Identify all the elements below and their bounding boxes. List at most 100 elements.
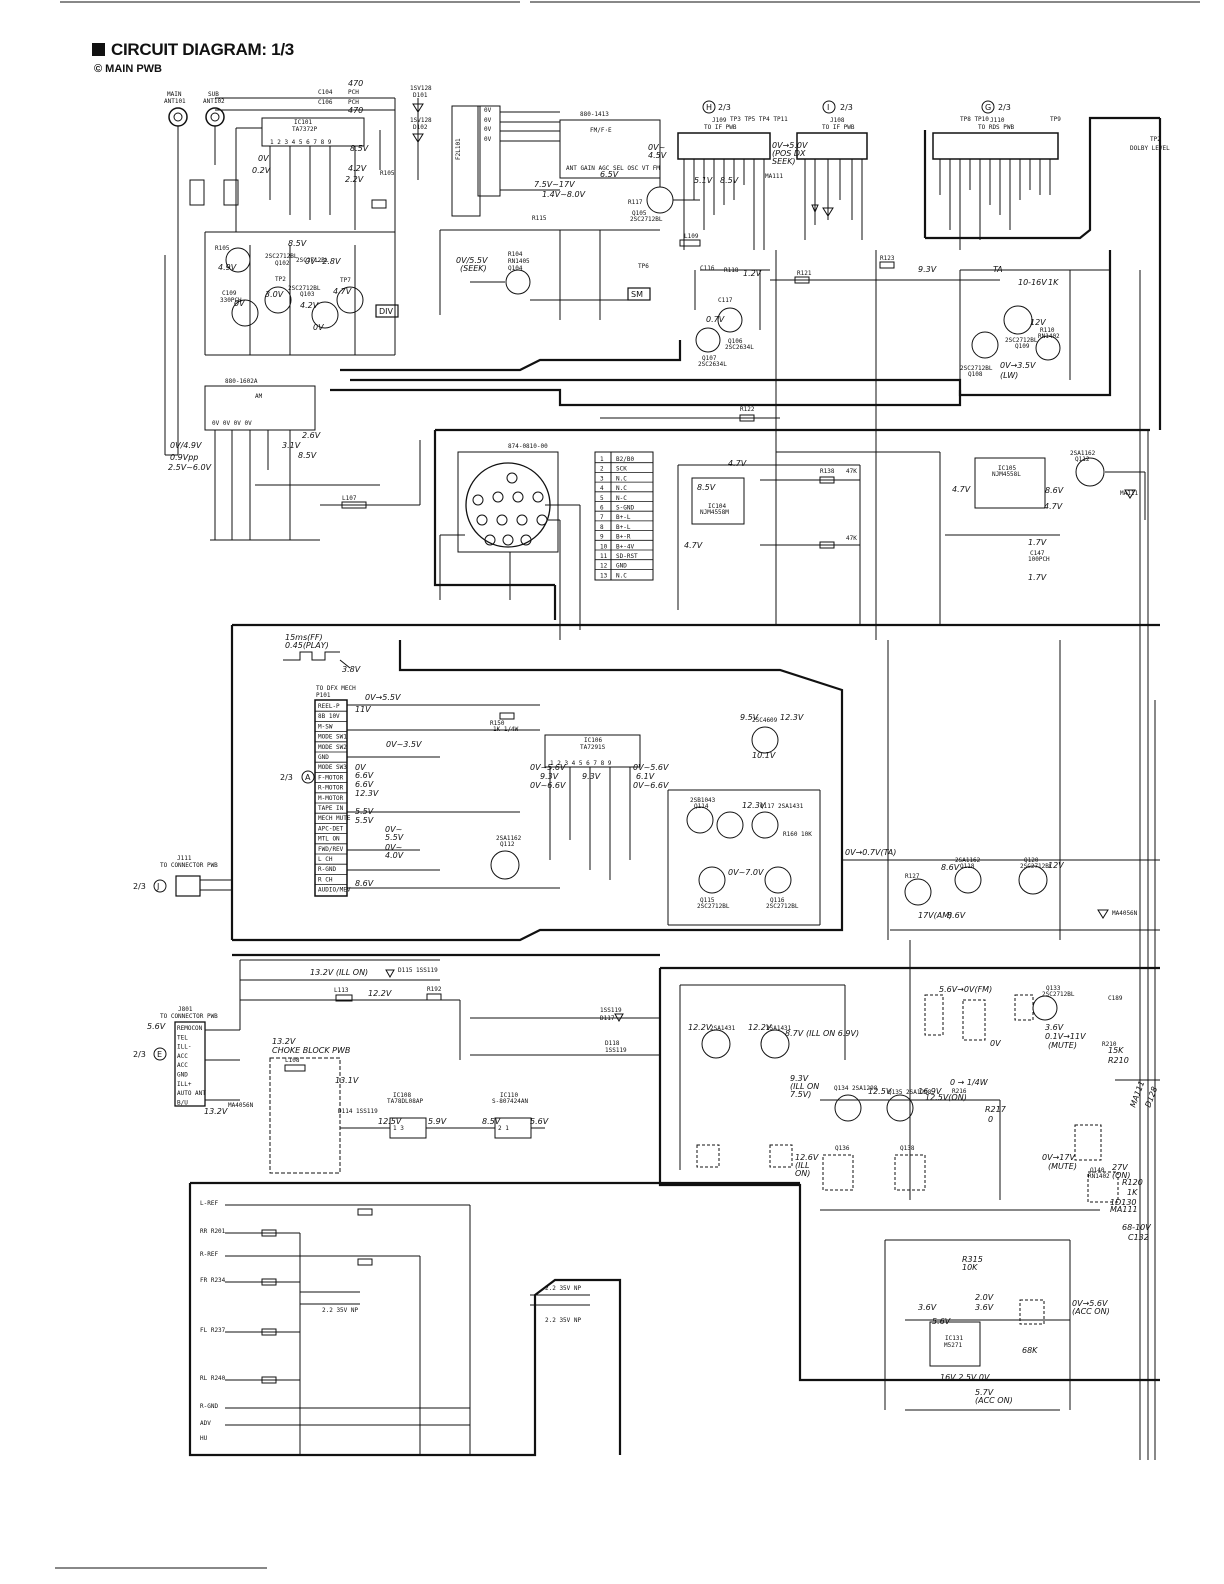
svg-text:0V: 0V <box>484 126 492 133</box>
din-pin-function: GND <box>616 563 627 570</box>
svg-text:2SC2634L: 2SC2634L <box>698 361 727 368</box>
din-pin-number: 7 <box>600 514 604 521</box>
svg-text:4.2V: 4.2V <box>300 301 319 310</box>
svg-text:9.3V: 9.3V <box>540 772 559 781</box>
j801-pin-label: ILL+ <box>177 1081 192 1088</box>
svg-text:2SC2712BL: 2SC2712BL <box>265 253 298 260</box>
svg-text:0V~6.6V: 0V~6.6V <box>633 781 669 790</box>
svg-text:MA4056N: MA4056N <box>228 1102 254 1109</box>
svg-text:3.8V: 3.8V <box>342 665 361 674</box>
r210-label: R210 <box>1108 1056 1129 1065</box>
svg-text:2SC2712BL: 2SC2712BL <box>296 257 329 264</box>
mech-pin-label: R CH <box>318 876 333 883</box>
fm-frontend-label: FM/F·E <box>590 127 612 134</box>
ic106-ref: IC106 <box>584 737 602 744</box>
din-pin-number: 12 <box>600 563 608 570</box>
svg-text:R315: R315 <box>962 1255 983 1264</box>
svg-text:R110: R110 <box>1040 327 1055 334</box>
svg-text:1K: 1K <box>1048 278 1059 287</box>
fm-if-module: F2L101 <box>451 105 481 217</box>
ic110-ref: IC110 <box>500 1092 518 1099</box>
svg-text:2 1: 2 1 <box>498 1125 509 1132</box>
svg-text:D118: D118 <box>605 1040 620 1047</box>
svg-text:8.5V: 8.5V <box>350 144 369 153</box>
svg-text:4.7V: 4.7V <box>952 485 971 494</box>
ic104-part: NJM4558M <box>700 509 729 516</box>
svg-text:C117: C117 <box>718 297 733 304</box>
ic106-part: TA7291S <box>580 744 606 751</box>
div-box <box>375 304 399 318</box>
svg-text:H: H <box>706 103 712 112</box>
ic108-ref: IC108 <box>393 1092 411 1099</box>
svg-text:C104: C104 <box>318 89 333 96</box>
tp9-label: TP9 <box>1050 116 1061 123</box>
dolby-label: DOLBY LEVEL <box>1130 145 1170 152</box>
svg-text:Q108: Q108 <box>968 371 983 378</box>
voltage-ill-69: (ILL ON 6.9V) <box>806 1029 859 1038</box>
svg-text:A: A <box>305 773 311 782</box>
diagram-header: CIRCUIT DIAGRAM: 1/3 © MAIN PWB <box>92 40 294 75</box>
svg-text:4.7V: 4.7V <box>333 287 352 296</box>
din-pin-number: 11 <box>600 553 608 560</box>
fm-frontend-module: 880-1413 FM/F·E ANT GAIN AGC SEL OSC VT … <box>559 111 661 179</box>
svg-text:5.1V: 5.1V <box>694 176 713 185</box>
svg-text:0V/5.5V: 0V/5.5V <box>456 256 488 265</box>
svg-text:2.2 35V NP: 2.2 35V NP <box>545 1317 582 1324</box>
svg-text:MA111: MA111 <box>765 173 783 180</box>
svg-text:MA4056N: MA4056N <box>1112 910 1138 917</box>
voltage-132-left: 13.2V <box>204 1107 228 1116</box>
svg-text:470: 470 <box>348 79 363 88</box>
pageref-g: G 2/3 <box>981 100 1011 114</box>
voltage-ov56-acc: 0V→5.6V(ACC ON) <box>1072 1299 1110 1316</box>
j801-pin-label: TEL <box>177 1034 188 1041</box>
svg-text:5.6V→0V(FM): 5.6V→0V(FM) <box>939 985 992 994</box>
svg-text:Q116: Q116 <box>770 897 785 904</box>
voltage-ov17: 0V→17V <box>1042 1153 1075 1162</box>
voltage-132-ill: 13.2V (ILL ON) <box>310 968 368 977</box>
svg-text:0V~3.5V: 0V~3.5V <box>386 740 422 749</box>
svg-text:12.5V(ON): 12.5V(ON) <box>925 1093 967 1102</box>
voltage-27-ion: 27V(ON) <box>1112 1163 1131 1180</box>
j801-to: TO CONNECTOR PWB <box>160 1013 218 1020</box>
j801-ref: J801 <box>178 1006 193 1013</box>
bottom-label-2: R-REF <box>200 1251 218 1258</box>
din-pin-function: N.C <box>616 475 627 482</box>
svg-text:TP6: TP6 <box>638 263 649 270</box>
din-pin-function: B2/B0 <box>616 456 634 463</box>
din-pin-number: 3 <box>600 475 604 482</box>
bottom-label-7: ADV <box>200 1420 211 1427</box>
svg-text:6.6V: 6.6V <box>355 780 374 789</box>
svg-text:0V: 0V <box>234 299 245 308</box>
din-pin-number: 9 <box>600 534 604 541</box>
svg-text:1SS119: 1SS119 <box>600 1007 622 1014</box>
page-subtitle: © MAIN PWB <box>94 63 162 75</box>
svg-text:2SC2712BL: 2SC2712BL <box>1042 991 1075 998</box>
pageref-j: J 2/3 <box>133 879 167 893</box>
svg-text:3.6V: 3.6V <box>918 1303 937 1312</box>
svg-text:12.6V: 12.6V <box>795 1153 819 1162</box>
svg-text:12.2V: 12.2V <box>368 989 392 998</box>
svg-text:1.4V~8.0V: 1.4V~8.0V <box>542 190 586 199</box>
voltage-049: 0V/4.9V <box>170 441 202 450</box>
mech-pin-label: L CH <box>318 856 333 863</box>
mech-pin-label: MODE SW2 <box>318 744 347 751</box>
svg-text:0: 0 <box>988 1115 993 1124</box>
svg-text:MA111: MA111 <box>1120 490 1138 497</box>
voltage-122: 12.2V <box>688 1023 712 1032</box>
voltage-20: 2.0V <box>975 1293 994 1302</box>
svg-text:C189: C189 <box>1108 995 1123 1002</box>
svg-text:2SA1162: 2SA1162 <box>1070 450 1096 457</box>
svg-text:12.3V: 12.3V <box>355 789 379 798</box>
mech-pin-label: TAPE IN <box>318 805 344 812</box>
svg-text:2SC2712BL: 2SC2712BL <box>697 903 730 910</box>
din-pin-function: N.C <box>616 485 627 492</box>
svg-text:2.2 35V NP: 2.2 35V NP <box>545 1285 582 1292</box>
svg-text:1.2V: 1.2V <box>743 269 762 278</box>
svg-text:R105: R105 <box>380 170 395 177</box>
svg-text:R105: R105 <box>215 245 230 252</box>
j111-ref: J111 <box>177 855 192 862</box>
p101-ref: P101 <box>316 692 331 699</box>
voltage-59: 5.9V <box>428 1117 447 1126</box>
svg-text:2.2V: 2.2V <box>345 175 364 184</box>
d128-label: D128 <box>1143 1085 1159 1108</box>
